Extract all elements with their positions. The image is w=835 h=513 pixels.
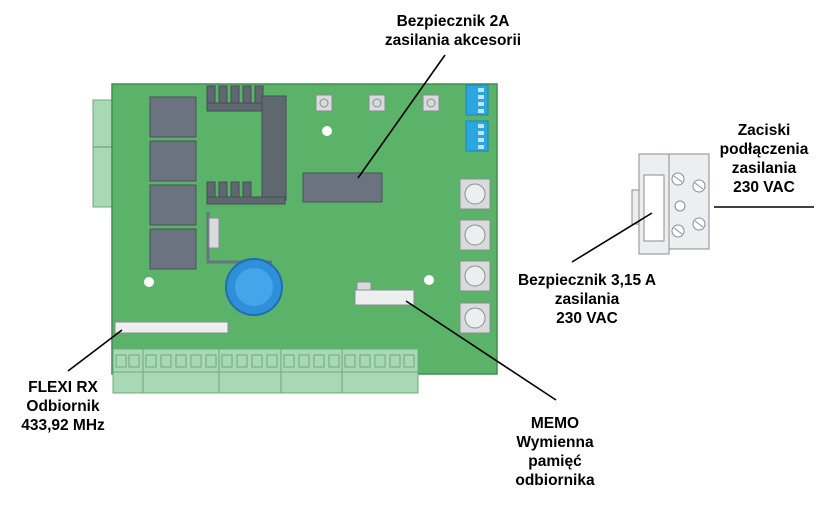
label-fuse-accessories: Bezpiecznik 2A zasilania akcesorii bbox=[384, 13, 522, 49]
dip-switches bbox=[465, 84, 489, 152]
memo-module bbox=[354, 281, 415, 306]
bottom-terminal-block bbox=[112, 348, 419, 394]
heatsink bbox=[206, 85, 287, 205]
label-memo: MEMO Wymienna pamięć odbiornika bbox=[515, 415, 595, 489]
power-terminal-block bbox=[631, 153, 710, 255]
top-small-buttons bbox=[315, 94, 440, 112]
label-power-terminals: Zaciski podłączenia zasilania 230 VAC bbox=[719, 122, 809, 196]
relays bbox=[149, 96, 197, 270]
leader-receiver bbox=[67, 329, 123, 372]
capacitor bbox=[225, 258, 283, 316]
mounting-holes bbox=[144, 126, 434, 287]
push-buttons bbox=[459, 178, 491, 334]
accessory-fuse bbox=[302, 172, 383, 203]
label-fuse-main: Bezpiecznik 3,15 A zasilania 230 VAC bbox=[517, 272, 657, 327]
leader-fuse-main bbox=[571, 212, 653, 263]
leader-fuse-accessories bbox=[357, 54, 446, 179]
leader-memo bbox=[405, 300, 557, 401]
receiver-slot bbox=[114, 321, 229, 334]
leader-lines bbox=[67, 54, 814, 401]
label-receiver: FLEXI RX Odbiornik 433,92 MHz bbox=[21, 379, 105, 434]
